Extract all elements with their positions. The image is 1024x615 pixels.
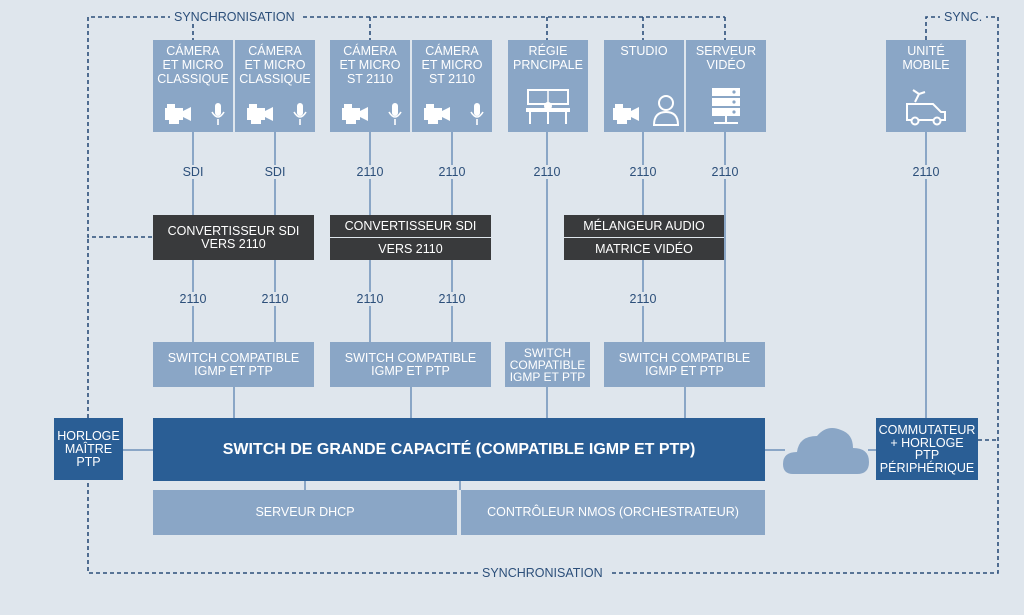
video-camera-icon: [246, 104, 273, 124]
edge-switch-c: SWITCH COMPATIBLE IGMP ET PTP: [505, 342, 590, 387]
source-label: SERVEUR VIDÉO: [695, 44, 757, 72]
video-camera-icon: [164, 104, 191, 124]
converter-sdi-a: CONVERTISSEUR SDI VERS 2110: [153, 215, 314, 260]
microphone-icon: [292, 103, 307, 125]
source-classic-camera-1: CÁMERA ET MICRO CLASSIQUE: [153, 40, 233, 132]
source-studio: STUDIO: [604, 40, 684, 132]
server-rack-icon: [712, 88, 740, 124]
video-matrix: MATRICE VIDÉO: [564, 238, 724, 260]
dhcp-server: SERVEUR DHCP: [153, 490, 457, 535]
source-label: CÁMERA ET MICRO CLASSIQUE: [157, 44, 229, 86]
source-label: UNITÉ MOBILE: [902, 44, 950, 72]
link-label-2110: 2110: [259, 292, 291, 306]
video-camera-icon: [423, 104, 450, 124]
link-label-sdi: SDI: [180, 165, 206, 179]
person-icon: [652, 95, 679, 126]
source-label: RÉGIE PRNCIPALE: [513, 44, 583, 72]
source-label: STUDIO: [620, 44, 668, 58]
sync-label-short: SYNC.: [940, 10, 987, 24]
cloud-icon: [783, 428, 869, 474]
link-label-2110: 2110: [177, 292, 209, 306]
link-label-2110: 2110: [354, 292, 386, 306]
sync-label-bottom: SYNCHRONISATION: [478, 566, 607, 580]
microphone-icon: [210, 103, 225, 125]
source-st2110-camera-2: CÁMERA ET MICRO ST 2110: [412, 40, 492, 132]
video-camera-icon: [341, 104, 368, 124]
link-label-2110: 2110: [910, 165, 942, 179]
video-camera-icon: [612, 104, 639, 124]
link-label-2110: 2110: [354, 165, 386, 179]
ob-van-icon: [906, 89, 946, 126]
edge-switch-ptp-clock: COMMUTATEUR + HORLOGE PTP PÉRIPHÉRIQUE: [876, 418, 978, 480]
converter-sdi-b-line2: VERS 2110: [330, 238, 491, 260]
link-label-2110: 2110: [627, 292, 659, 306]
link-label-sdi: SDI: [262, 165, 288, 179]
audio-mixer: MÉLANGEUR AUDIO: [564, 215, 724, 237]
source-main-control-room: RÉGIE PRNCIPALE: [508, 40, 588, 132]
nmos-controller: CONTRÔLEUR NMOS (ORCHESTRATEUR): [461, 490, 765, 535]
control-desk-icon: [526, 89, 570, 124]
ptp-grandmaster-clock: HORLOGE MAÎTRE PTP: [54, 418, 123, 480]
source-classic-camera-2: CÁMERA ET MICRO CLASSIQUE: [235, 40, 315, 132]
link-label-2110: 2110: [709, 165, 741, 179]
link-label-2110: 2110: [436, 292, 468, 306]
link-label-2110: 2110: [436, 165, 468, 179]
converter-sdi-b-line1: CONVERTISSEUR SDI: [330, 215, 491, 237]
source-label: CÁMERA ET MICRO ST 2110: [339, 44, 401, 86]
source-video-server: SERVEUR VIDÉO: [686, 40, 766, 132]
link-label-2110: 2110: [531, 165, 563, 179]
source-st2110-camera-1: CÁMERA ET MICRO ST 2110: [330, 40, 410, 132]
sync-label-top: SYNCHRONISATION: [170, 10, 299, 24]
source-label: CÁMERA ET MICRO CLASSIQUE: [239, 44, 311, 86]
source-label: CÁMERA ET MICRO ST 2110: [421, 44, 483, 86]
converter-label-line1: CONVERTISSEUR SDI: [167, 223, 300, 238]
microphone-icon: [469, 103, 484, 125]
core-switch: SWITCH DE GRANDE CAPACITÉ (COMPATIBLE IG…: [153, 418, 765, 481]
link-label-2110: 2110: [627, 165, 659, 179]
microphone-icon: [387, 103, 402, 125]
converter-label-line2: VERS 2110: [201, 236, 266, 251]
source-mobile-unit: UNITÉ MOBILE: [886, 40, 966, 132]
edge-switch-a: SWITCH COMPATIBLE IGMP ET PTP: [153, 342, 314, 387]
edge-switch-b: SWITCH COMPATIBLE IGMP ET PTP: [330, 342, 491, 387]
edge-switch-d: SWITCH COMPATIBLE IGMP ET PTP: [604, 342, 765, 387]
